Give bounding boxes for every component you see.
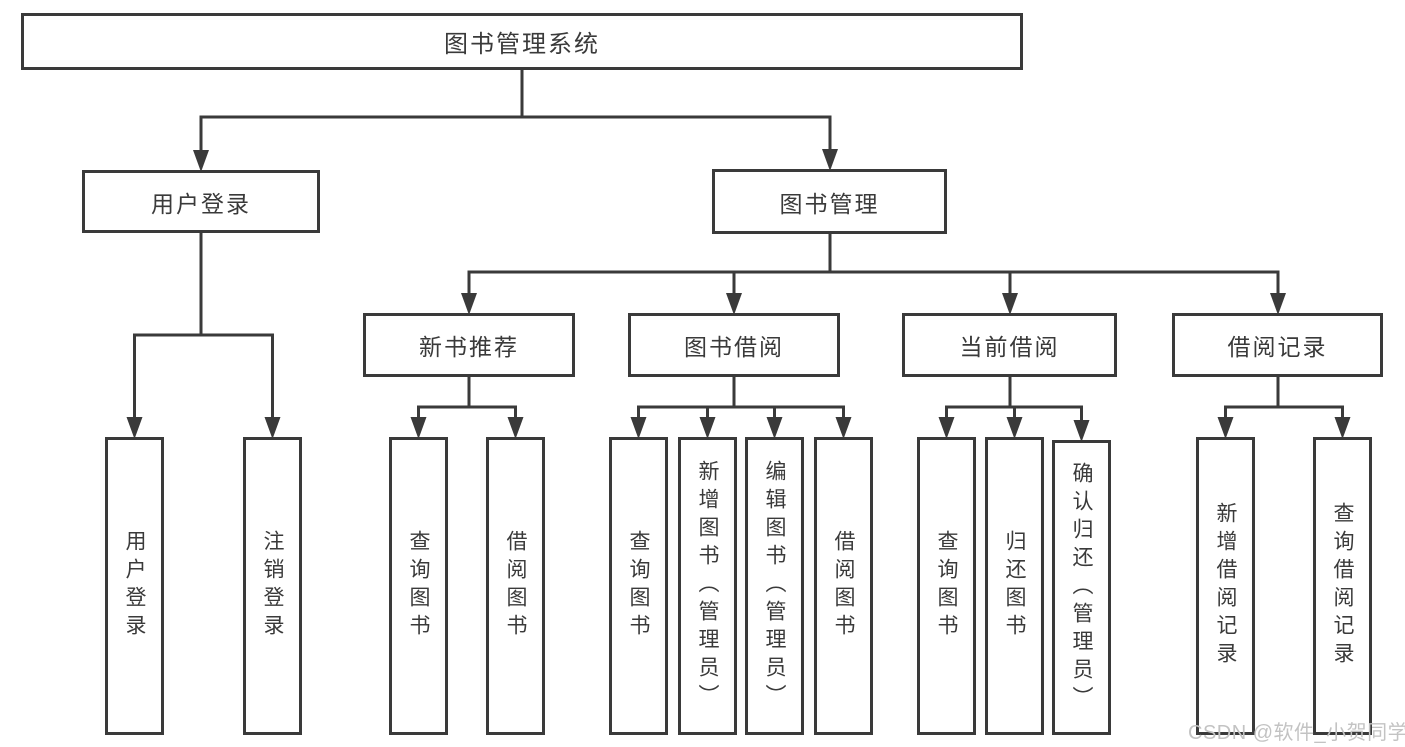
leaf-borrow-add-book-admin: 新增图书（管理员） <box>678 437 737 735</box>
node-label: 图书管理系统 <box>444 31 600 58</box>
leaf-current-query-book: 查询图书 <box>917 437 976 735</box>
node-book-borrow: 图书借阅 <box>628 313 840 377</box>
leaf-records-add-record: 新增借阅记录 <box>1196 437 1255 735</box>
leaf-current-return-book: 归还图书 <box>985 437 1044 735</box>
leaf-label: 归还图书 <box>1003 530 1026 642</box>
node-book-management: 图书管理 <box>712 169 947 234</box>
leaf-label: 借阅图书 <box>832 530 855 642</box>
node-new-book-recommend: 新书推荐 <box>363 313 575 377</box>
csdn-watermark: CSDN @软件_小贺同学 <box>1188 722 1405 744</box>
leaf-user-login: 用户登录 <box>105 437 164 735</box>
leaf-label: 查询图书 <box>627 530 650 642</box>
node-label: 借阅记录 <box>1227 334 1328 360</box>
leaf-recommend-borrow-book: 借阅图书 <box>486 437 545 735</box>
leaf-borrow-borrow-book: 借阅图书 <box>814 437 873 735</box>
node-label: 用户登录 <box>151 190 251 217</box>
node-label: 图书借阅 <box>684 334 784 360</box>
node-current-borrow: 当前借阅 <box>902 313 1117 377</box>
node-label: 当前借阅 <box>959 334 1060 360</box>
leaf-label: 编辑图书（管理员） <box>763 460 786 712</box>
leaf-label: 查询图书 <box>935 530 958 642</box>
leaf-current-confirm-return-admin: 确认归还（管理员） <box>1052 440 1111 735</box>
leaf-label: 查询图书 <box>407 530 430 642</box>
node-library-management-system: 图书管理系统 <box>21 13 1023 70</box>
node-user-login: 用户登录 <box>82 170 320 233</box>
leaf-recommend-query-book: 查询图书 <box>389 437 448 735</box>
leaf-borrow-query-book: 查询图书 <box>609 437 668 735</box>
leaf-label: 注销登录 <box>261 530 284 642</box>
leaf-borrow-edit-book-admin: 编辑图书（管理员） <box>745 437 804 735</box>
leaf-label: 查询借阅记录 <box>1331 502 1354 670</box>
leaf-label: 新增借阅记录 <box>1214 502 1237 670</box>
leaf-records-query-record: 查询借阅记录 <box>1313 437 1372 735</box>
leaf-label: 用户登录 <box>123 530 146 642</box>
leaf-label: 确认归还（管理员） <box>1070 461 1093 714</box>
leaf-label: 借阅图书 <box>504 530 527 642</box>
leaf-logout: 注销登录 <box>243 437 302 735</box>
node-label: 新书推荐 <box>419 334 519 360</box>
leaf-label: 新增图书（管理员） <box>696 460 719 712</box>
node-label: 图书管理 <box>779 190 880 217</box>
node-borrow-records: 借阅记录 <box>1172 313 1383 377</box>
